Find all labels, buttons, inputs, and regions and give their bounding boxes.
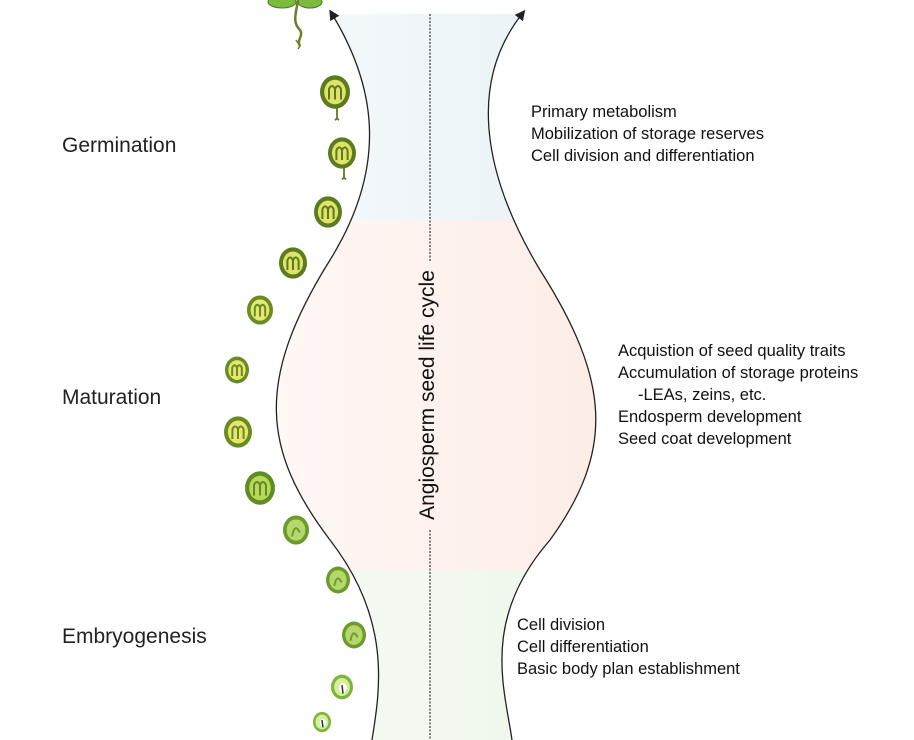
seed-icon [328, 137, 356, 181]
maturation-band [276, 220, 596, 570]
seed-icon [247, 295, 273, 325]
seed-icon [342, 621, 366, 649]
process-item: Cell division and differentiation [531, 147, 755, 165]
left-outline-arrow [275, 9, 380, 740]
maturation-processes: Acquistion of seed quality traits Accumu… [618, 340, 858, 450]
process-item: Cell division [517, 616, 606, 634]
stage-label-embryogenesis: Embryogenesis [62, 625, 207, 648]
diagram-title-vertical: Angiosperm seed life cycle [416, 270, 439, 520]
seed-icon [326, 566, 350, 594]
process-subitem: -LEAs, zeins, etc. [638, 386, 767, 404]
seed-icon [283, 515, 309, 545]
stage-label-maturation: Maturation [62, 386, 162, 409]
seed-icon [224, 416, 252, 448]
germination-processes: Primary metabolism Mobilization of stora… [531, 101, 764, 167]
process-item: Acquistion of seed quality traits [618, 342, 846, 360]
process-item: Cell differentiation [517, 638, 649, 656]
process-item: Endosperm development [618, 408, 802, 426]
seed-icon [313, 711, 331, 733]
seed-sequence [224, 75, 366, 733]
embryogenesis-processes: Cell division Cell differentiation Basic… [517, 614, 740, 680]
seed-icon [320, 75, 350, 121]
stage-label-germination: Germination [62, 134, 177, 157]
process-item: Accumulation of storage proteins [618, 364, 859, 382]
right-outline-arrow [487, 9, 597, 740]
seed-icon [314, 196, 342, 228]
process-item: Primary metabolism [531, 103, 677, 121]
seed-icon [331, 674, 353, 700]
process-item: Seed coat development [618, 430, 792, 448]
process-item: Mobilization of storage reserves [531, 125, 764, 143]
seed-icon [245, 471, 275, 505]
seed-icon [279, 247, 307, 279]
process-item: Basic body plan establishment [517, 660, 740, 678]
seed-icon [225, 356, 249, 384]
seedling-icon [267, 0, 323, 50]
